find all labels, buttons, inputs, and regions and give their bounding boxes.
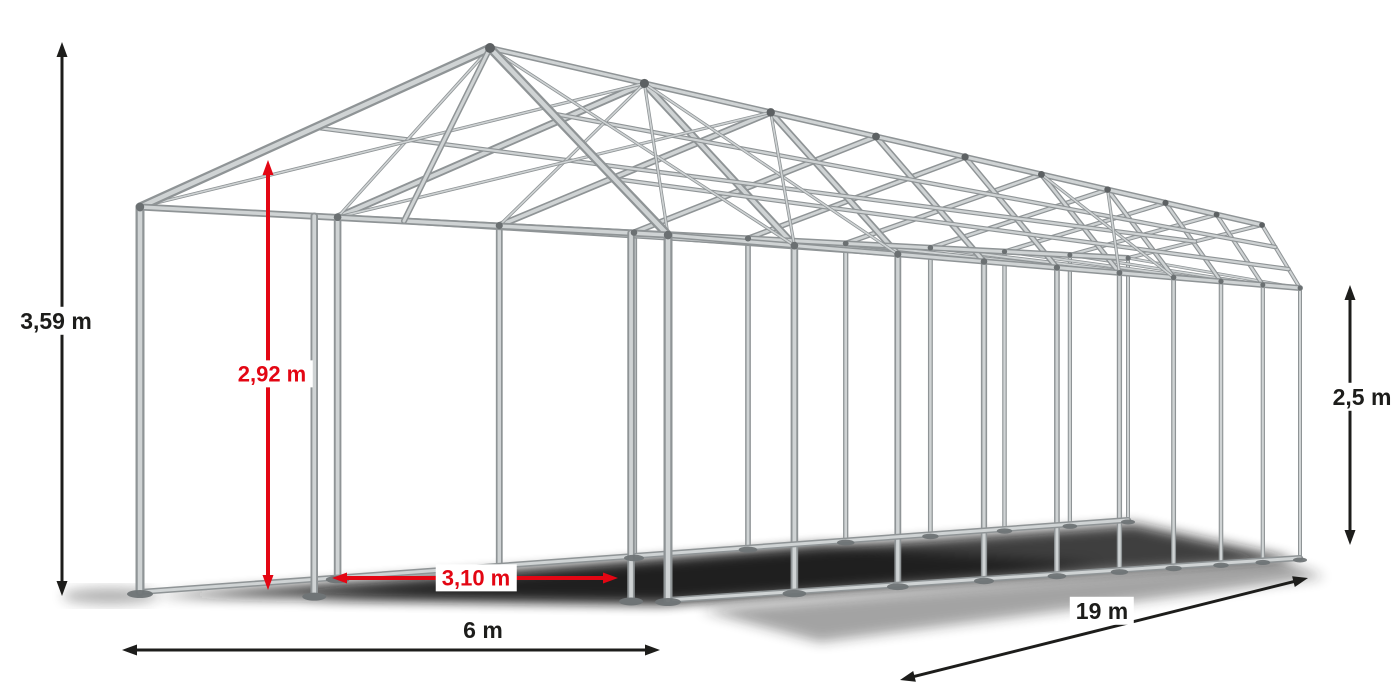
total-height-label: 3,59 m — [14, 306, 98, 336]
side-height-label: 2,5 m — [1326, 382, 1398, 412]
width-label: 6 m — [457, 615, 509, 645]
length-label: 19 m — [1069, 596, 1135, 626]
side-height-arrow — [1344, 285, 1356, 545]
tent-frame-drawing — [127, 43, 1307, 606]
length-arrow — [900, 576, 1308, 682]
entry-width-label: 3,10 m — [435, 564, 517, 592]
clear-height-label: 2,92 m — [231, 360, 313, 388]
width-arrow — [122, 644, 660, 656]
